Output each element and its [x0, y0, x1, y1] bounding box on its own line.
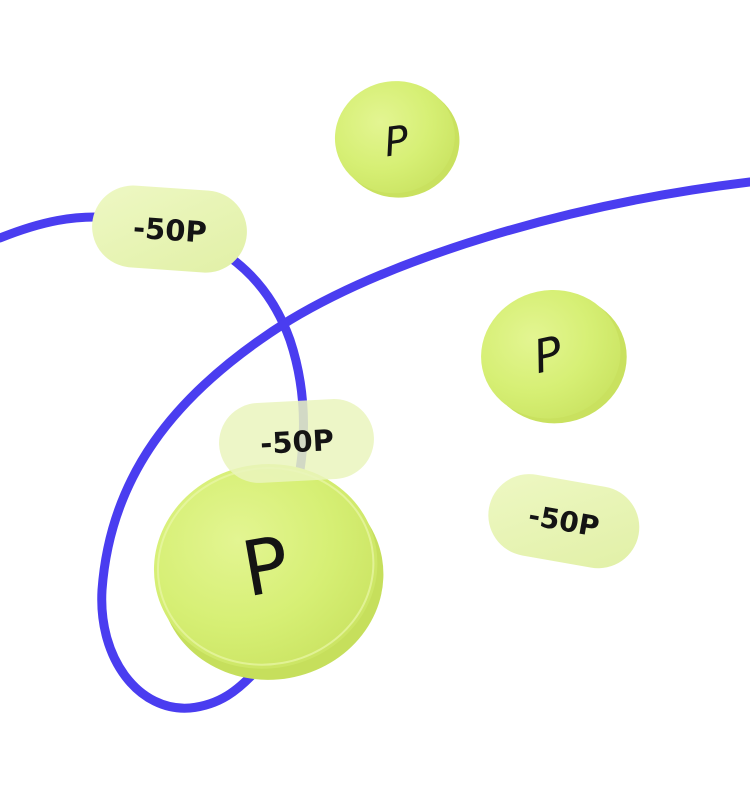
badge-bottom-right: -50P [488, 474, 640, 569]
badge-center-text: -50P [259, 423, 334, 461]
coin-middle-right: P [481, 289, 627, 424]
curve-line-orbit [97, 177, 750, 713]
badge-top-left-text: -50P [132, 211, 208, 250]
badge-center: -50P [219, 399, 374, 483]
coin-top: P [334, 81, 460, 198]
badge-top-left: -50P [92, 185, 247, 273]
coin-large: P [153, 464, 384, 680]
